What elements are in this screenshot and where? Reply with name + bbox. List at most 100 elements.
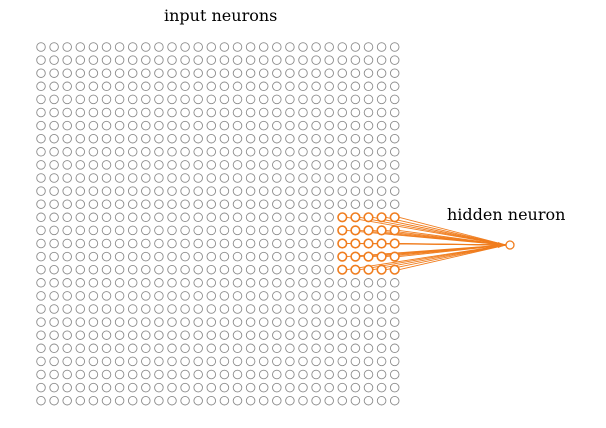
input-neuron (75, 264, 86, 275)
input-neuron (206, 199, 217, 209)
input-neuron (49, 369, 59, 380)
input-neuron (36, 251, 46, 262)
input-neuron (232, 186, 243, 196)
input-neuron (311, 81, 321, 92)
input-neuron (180, 395, 190, 406)
input-neuron (88, 369, 99, 380)
input-neuron (75, 382, 86, 393)
input-neuron (49, 81, 59, 92)
hidden-layer (498, 240, 515, 250)
input-neuron (232, 212, 243, 223)
input-neuron (298, 42, 308, 52)
input-neuron (114, 55, 125, 65)
input-neuron (167, 225, 177, 236)
input-neuron (127, 238, 138, 249)
receptive-field-neuron (350, 212, 361, 223)
input-neuron (127, 94, 138, 105)
input-neuron (376, 120, 387, 131)
input-neuron (285, 107, 295, 118)
input-neuron (350, 369, 361, 380)
input-neuron (363, 68, 374, 78)
receptive-field-neuron (337, 264, 348, 275)
input-neuron (245, 68, 256, 78)
input-neuron (49, 304, 59, 314)
input-neuron (62, 395, 72, 406)
input-neuron (389, 186, 400, 196)
input-neuron (88, 68, 99, 78)
input-neuron (232, 251, 243, 262)
input-neuron (167, 343, 177, 354)
connection-line (398, 244, 507, 258)
input-neuron (101, 81, 112, 92)
input-neuron (298, 395, 308, 406)
input-neuron (167, 160, 177, 170)
input-neuron (285, 225, 295, 236)
input-neuron (272, 160, 282, 170)
receptive-field-neuron (389, 264, 400, 275)
input-neuron (258, 291, 269, 301)
input-neuron (363, 382, 374, 393)
input-neuron (298, 382, 308, 393)
input-neuron (324, 94, 334, 105)
input-neuron (193, 304, 203, 314)
input-neuron (232, 382, 243, 393)
input-neuron (154, 317, 164, 327)
input-neuron (154, 147, 164, 157)
input-neuron (245, 317, 256, 327)
input-neuron (75, 107, 86, 118)
input-neuron (49, 382, 59, 393)
input-neuron (193, 160, 203, 170)
input-neuron (219, 81, 230, 92)
input-neuron (206, 42, 217, 52)
input-neuron (127, 42, 138, 52)
input-neuron (350, 304, 361, 314)
input-neuron (258, 225, 269, 236)
input-neuron (180, 264, 190, 275)
input-neuron (36, 225, 46, 236)
input-neuron (219, 199, 230, 209)
input-neuron (49, 94, 59, 105)
input-neuron (258, 55, 269, 65)
input-neuron (219, 225, 230, 236)
input-neuron (114, 238, 125, 249)
input-neuron (337, 186, 348, 196)
input-neuron (62, 68, 72, 78)
input-neuron (167, 356, 177, 367)
input-neuron (154, 369, 164, 380)
input-neuron (180, 291, 190, 301)
input-neuron (337, 173, 348, 183)
input-neuron (36, 317, 46, 327)
input-neuron (154, 94, 164, 105)
input-neuron (167, 147, 177, 157)
input-neuron (219, 186, 230, 196)
input-neuron (272, 264, 282, 275)
input-neuron (298, 251, 308, 262)
input-neuron (49, 278, 59, 288)
input-neuron (337, 120, 348, 131)
input-neuron (311, 133, 321, 144)
input-neuron (285, 147, 295, 157)
input-neuron (114, 382, 125, 393)
input-neuron (36, 330, 46, 340)
input-neuron (311, 317, 321, 327)
input-neuron (206, 264, 217, 275)
input-neuron (88, 238, 99, 249)
input-neuron (180, 304, 190, 314)
input-neuron (62, 94, 72, 105)
input-neuron (114, 304, 125, 314)
input-neuron (114, 291, 125, 301)
input-neuron (49, 343, 59, 354)
input-neuron (101, 395, 112, 406)
input-neuron (219, 264, 230, 275)
receptive-field-neuron (350, 225, 361, 236)
input-neuron (258, 304, 269, 314)
input-neuron (350, 120, 361, 131)
input-neuron (337, 382, 348, 393)
input-neuron (36, 120, 46, 131)
input-neuron (114, 343, 125, 354)
receptive-field-neuron (350, 238, 361, 249)
input-neuron (154, 304, 164, 314)
input-neuron (114, 251, 125, 262)
input-neuron (167, 317, 177, 327)
input-neuron (324, 264, 334, 275)
